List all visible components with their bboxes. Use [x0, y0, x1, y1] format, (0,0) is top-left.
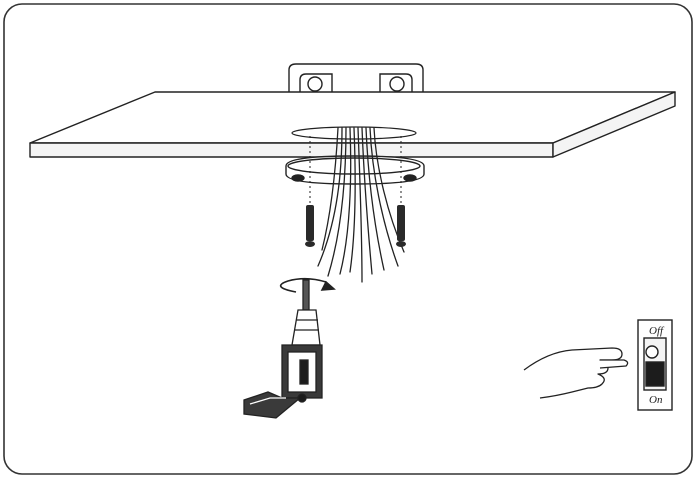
switch-on-label: On — [649, 394, 663, 406]
light-switch-icon — [637, 319, 673, 411]
drill-icon — [243, 279, 323, 419]
junction-box — [288, 63, 424, 92]
hand-icon — [523, 347, 629, 399]
screw-guide-lines — [309, 136, 402, 205]
rotation-arrow-icon — [279, 277, 336, 293]
screw-icon — [305, 205, 315, 247]
screw-icon — [396, 205, 406, 247]
ceiling-panel — [29, 91, 676, 158]
switch-off-label: Off — [649, 325, 665, 337]
wires — [317, 127, 405, 283]
